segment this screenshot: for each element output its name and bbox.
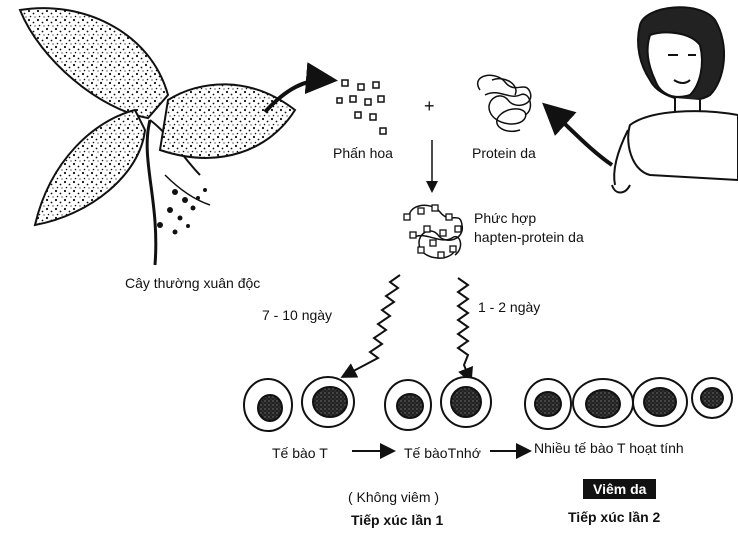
complex-label-line2: hapten-protein da [474, 230, 584, 244]
plus-sign: + [424, 97, 435, 115]
skin-protein-label: Protein da [472, 146, 536, 160]
active-cells-label: Nhiều tế bào T hoạt tính [534, 441, 684, 455]
complex-icon [404, 205, 462, 258]
woman-illustration [612, 7, 738, 192]
dermatitis-badge: Viêm da [583, 479, 656, 499]
days-second-label: 1 - 2 ngày [478, 300, 540, 314]
pollen-label: Phấn hoa [333, 146, 393, 160]
memory-t-cell-group [385, 377, 491, 430]
complex-label-line1: Phức hợp [474, 211, 536, 225]
days-first-label: 7 - 10 ngày [262, 308, 332, 322]
woman-to-protein-arrow [548, 108, 612, 165]
second-contact-label: Tiếp xúc lần 2 [568, 510, 660, 524]
no-inflammation-label: ( Không viêm ) [348, 490, 439, 504]
zigzag-arrow-first-contact [344, 275, 400, 376]
first-contact-label: Tiếp xúc lần 1 [351, 513, 443, 527]
memory-cell-label: Tế bàoTnhớ [404, 446, 481, 460]
t-cell-group [244, 377, 354, 431]
skin-protein-icon [478, 75, 531, 131]
poison-ivy-illustration [20, 8, 295, 265]
zigzag-arrow-second-contact [458, 278, 470, 380]
pollen-icon [337, 80, 386, 134]
plant-label: Cây thường xuân độc [125, 276, 260, 290]
t-cell-label: Tế bào T [272, 446, 328, 460]
active-t-cell-group [525, 378, 732, 429]
